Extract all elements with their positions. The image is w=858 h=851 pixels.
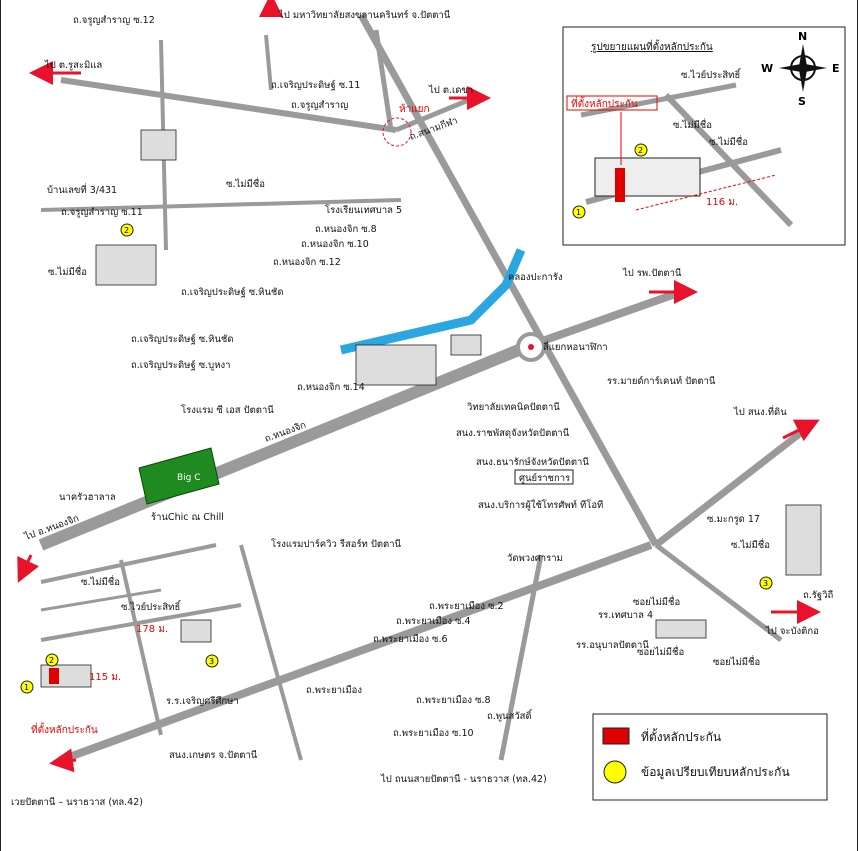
label-to-dekha: ไป ต.เดขา <box>428 84 473 96</box>
label-to-yala: ไป จะบังติกอ <box>765 625 819 637</box>
road-hin-chak-1: ถ.เจริญประดิษฐ์ ซ.หินชัด <box>181 286 284 298</box>
label-bottom-center: ไป ถนนสายปัตตานี - นราธวาส (ทล.42) <box>380 773 547 785</box>
svg-text:E: E <box>832 62 840 75</box>
road-hin-chak-2: ถ.เจริญประดิษฐ์ ซ.หินชัด <box>131 333 234 345</box>
inset-soi-low: ซ.ไม่มีชื่อ <box>709 135 748 148</box>
road-nong-chik-10: ถ.หนองจิก ซ.10 <box>301 239 369 250</box>
label-soi-no-name-4: ซอยไม่มีชื่อ <box>633 595 680 608</box>
label-kindergarten: รร.อนุบาลปัตตานี <box>576 639 649 651</box>
label-tot: สนง.บริการผู้ใช้โทรศัพท์ ทีโอที <box>478 499 603 511</box>
label-wai-prasit: ซ.ไวย์ประสิทธิ์ <box>121 599 182 613</box>
label-to-rusamilae: ไป ต.รูสะมิแล <box>44 59 102 71</box>
road-phraya-mueang-2: ถ.พระยาเมือง ซ.2 <box>429 601 504 612</box>
inset-plot <box>615 168 625 202</box>
road-rue-doru: ถ.รัฐวิถี <box>803 589 833 601</box>
label-d178: 178 ม. <box>136 624 168 635</box>
legend: ที่ตั้งหลักประกัน ข้อมูลเปรียบเทียบหลักป… <box>592 713 828 801</box>
legend-plot-swatch <box>602 727 630 745</box>
main-roads <box>38 13 814 764</box>
label-temple: วัดพวงศาราม <box>507 553 563 564</box>
direction-arrows <box>17 0 821 773</box>
inset-map: รูปขยายแผนที่ตั้งหลักประกัน ซ.ไวย์ประสิท… <box>562 26 846 246</box>
bigc-block: Big C <box>138 447 220 505</box>
label-soi-no-name-5: ซอยไม่มีชื่อ <box>637 645 684 658</box>
label-to-university: ไป มหาวิทยาลัยสงขลานครินทร์ จ.ปัตตานี <box>278 9 451 21</box>
label-soi-no-name-2: ซ.ไม่มีชื่อ <box>48 265 87 278</box>
compare-markers: 1 2 3 2 3 <box>20 223 773 694</box>
label-house-no: บ้านเลขที่ 3/431 <box>47 183 117 196</box>
svg-text:N: N <box>798 30 807 43</box>
inset-title: รูปขยายแผนที่ตั้งหลักประกัน <box>591 39 713 53</box>
road-nong-chik-8: ถ.หนองจิก ซ.8 <box>315 224 377 235</box>
road-charoen-samran-12: ถ.จรูญสำราญ ซ.12 <box>73 15 155 26</box>
gov-center-box <box>514 469 574 485</box>
plot-marker <box>49 668 59 684</box>
label-bottom-left: เวยปัตตานี – นราธวาส (ทล.42) <box>11 796 143 808</box>
road-bu-ya: ถ.เจริญประดิษฐ์ ซ.บูหงา <box>131 359 230 371</box>
label-tech-college: วิทยาลัยเทคนิคปัตตานี <box>466 401 560 413</box>
road-phraya-mueang-6: ถ.พระยาเมือง ซ.6 <box>373 634 448 645</box>
label-circle: สี่แยกหอนาฬิกา <box>543 340 608 353</box>
legend-compare-label: ข้อมูลเปรียบเทียบหลักประกัน <box>641 765 790 780</box>
label-school-4: รร.เทศบาล 4 <box>598 610 653 621</box>
label-agri-office: สนง.เกษตร จ.ปัตตานี <box>169 749 258 761</box>
label-school-5: โรงเรียนเทศบาล 5 <box>325 204 402 216</box>
svg-text:3: 3 <box>209 657 214 666</box>
road-charoen-samran-11: ถ.จรูญสำราญ ซ.11 <box>61 207 143 218</box>
road-pun-sawat: ถ.พูนสวัสดิ์ <box>487 708 533 722</box>
label-park-resort: โรงแรมปาร์ควิว รีสอร์ท ปัตตานี <box>271 538 402 550</box>
road-nong-chik-12: ถ.หนองจิก ซ.12 <box>273 257 341 268</box>
inset-plot-label: ที่ตั้งหลักประกัน <box>571 96 638 110</box>
label-klong: คลองปะการัง <box>508 272 562 283</box>
svg-text:2: 2 <box>49 656 54 665</box>
building-blocks <box>40 129 822 688</box>
svg-text:3: 3 <box>763 579 768 588</box>
bigc-label: Big C <box>177 473 201 483</box>
road-phraya-mueang: ถ.พระยาเมือง <box>306 685 362 696</box>
road-nong-chik-14: ถ.หนองจิก ซ.14 <box>297 382 365 393</box>
label-junction: ห้าแยก <box>399 103 430 115</box>
svg-text:S: S <box>798 95 806 108</box>
label-restaurant: นาครัวฮาลาล <box>59 492 116 503</box>
road-makrut-17: ซ.มะกรูด 17 <box>707 514 760 525</box>
junction-circle <box>382 117 412 147</box>
svg-text:1: 1 <box>24 683 29 692</box>
legend-plot-label: ที่ตั้งหลักประกัน <box>641 728 721 744</box>
svg-text:1: 1 <box>576 208 581 217</box>
label-chic: ร้านChic ณ Chill <box>151 512 224 523</box>
road-charoen-samran: ถ.จรูญสำราญ <box>291 100 348 111</box>
svg-text:2: 2 <box>124 226 129 235</box>
legend-compare-swatch <box>603 760 627 784</box>
label-charoen-school: ร.ร.เจริญศรีศึกษา <box>166 695 239 707</box>
inset-soi-mid: ซ.ไม่มีชื่อ <box>673 118 712 131</box>
label-to-din: ไป สนง.ที่ดิน <box>733 405 787 418</box>
label-to-hospital: ไป รพ.ปัตตานี <box>622 267 682 279</box>
canal <box>339 248 526 355</box>
label-soi-no-name-6: ซอยไม่มีชื่อ <box>713 655 760 668</box>
label-soi-no-name-7: ซ.ไม่มีชื่อ <box>731 538 770 551</box>
label-soi-no-name-3: ซ.ไม่มีชื่อ <box>81 575 120 588</box>
inset-soi-top: ซ.ไวย์ประสิทธิ์ <box>681 67 742 81</box>
label-hotel-cs: โรงแรม ซี เอส ปัตตานี <box>181 404 274 416</box>
label-post: สนง.ราชพัสดุจังหวัดปัตตานี <box>456 427 570 439</box>
road-charoen-pradit-11: ถ.เจริญประดิษฐ์ ซ.11 <box>271 79 360 91</box>
svg-text:W: W <box>761 62 773 75</box>
road-phraya-mueang-4: ถ.พระยาเมือง ซ.4 <box>396 616 471 627</box>
label-plot: ที่ตั้งหลักประกัน <box>31 722 98 736</box>
label-mayfair: รร.มายด์การ์เคนท์ ปัตตานี <box>607 375 716 387</box>
label-gov-center: ศูนย์ราชการ <box>519 472 570 484</box>
inset-dist: 116 ม. <box>706 197 738 208</box>
svg-text:2: 2 <box>638 146 643 155</box>
road-phraya-mueang-10: ถ.พระยาเมือง ซ.10 <box>393 728 474 739</box>
label-d115: 115 ม. <box>89 672 121 683</box>
label-soi-no-name-1: ซ.ไม่มีชื่อ <box>226 177 265 190</box>
label-treasury: สนง.ธนารักษ์จังหวัดปัตตานี <box>476 456 589 468</box>
road-phraya-mueang-8: ถ.พระยาเมือง ซ.8 <box>416 695 491 706</box>
